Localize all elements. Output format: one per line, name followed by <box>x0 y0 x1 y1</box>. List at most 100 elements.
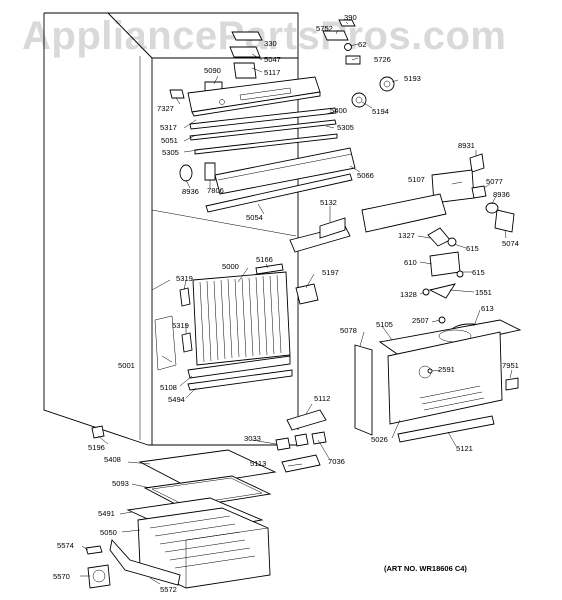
part-7327[interactable] <box>169 89 185 99</box>
part-5193[interactable] <box>379 76 395 92</box>
label-5726: 5726 <box>374 55 391 64</box>
part-5752[interactable] <box>322 30 349 41</box>
fan-blade-1551[interactable] <box>428 283 456 299</box>
fan-5570[interactable] <box>87 564 111 589</box>
label-1327: 1327 <box>398 231 415 240</box>
trim-5054[interactable] <box>205 173 353 213</box>
part-5574[interactable] <box>85 545 103 555</box>
trim-5121[interactable] <box>397 415 495 443</box>
label-7327: 7327 <box>157 104 174 113</box>
hinge-3033[interactable] <box>275 437 291 451</box>
trim-5305-upper[interactable] <box>189 119 337 141</box>
clip-5319-lower[interactable] <box>181 332 193 353</box>
thermostat-8931[interactable] <box>469 153 485 173</box>
evaporator-5000[interactable] <box>192 271 291 366</box>
label-613: 613 <box>481 304 494 313</box>
part-62[interactable] <box>344 43 352 51</box>
label-8936b: 8936 <box>493 190 510 199</box>
part-5194[interactable] <box>351 92 367 108</box>
bracket-5112[interactable] <box>286 409 327 431</box>
label-5197: 5197 <box>322 268 339 277</box>
light-shield-5066[interactable] <box>214 147 356 195</box>
fan-motor-610[interactable] <box>429 251 461 277</box>
clip-5319-upper[interactable] <box>179 287 191 307</box>
control-panel-5317[interactable] <box>187 76 321 117</box>
drain-trough-5108[interactable] <box>187 355 291 379</box>
label-5305a: 5305 <box>337 123 354 132</box>
glass-shelf-5408[interactable] <box>138 449 277 487</box>
label-5112: 5112 <box>314 394 330 403</box>
label-2591: 2591 <box>438 365 455 374</box>
label-5196: 5196 <box>88 443 105 452</box>
label-5001: 5001 <box>118 361 135 370</box>
label-5400: 5400 <box>330 106 347 115</box>
socket-5077[interactable] <box>471 185 487 199</box>
bracket-5113[interactable] <box>281 454 321 473</box>
bracket-5572[interactable] <box>109 539 181 586</box>
trim-5305-lower[interactable] <box>194 133 338 155</box>
label-5494: 5494 <box>168 395 185 404</box>
label-5108: 5108 <box>160 383 177 392</box>
trim-5494[interactable] <box>187 369 293 391</box>
hinge-7036[interactable] <box>294 431 327 447</box>
part-7951[interactable] <box>505 377 519 391</box>
cabinet-liner <box>43 12 300 446</box>
clip-1327[interactable] <box>427 227 451 247</box>
label-8931: 8931 <box>458 141 475 150</box>
label-2507: 2507 <box>412 316 429 325</box>
label-5090: 5090 <box>204 66 221 75</box>
cover-5074[interactable] <box>494 209 515 233</box>
leader-lines <box>80 21 513 585</box>
shelf-frame-5093[interactable] <box>143 475 272 509</box>
part-5117[interactable] <box>233 62 257 79</box>
art-number: (ART NO. WR18606 C4) <box>384 564 467 573</box>
label-610: 610 <box>404 258 417 267</box>
label-5078: 5078 <box>340 326 357 335</box>
part-5047[interactable] <box>229 46 261 58</box>
label-5105: 5105 <box>376 320 393 329</box>
label-5054: 5054 <box>246 213 263 222</box>
label-615b: 615 <box>472 268 485 277</box>
part-labels: 390 5752 62 5726 5193 5194 330 5047 5117… <box>53 13 519 594</box>
label-1328: 1328 <box>400 290 417 299</box>
evaporator-cover-5001[interactable] <box>154 315 177 371</box>
label-5117: 5117 <box>264 68 280 77</box>
label-5319a: 5319 <box>176 274 193 283</box>
label-5077: 5077 <box>486 177 503 186</box>
label-5193: 5193 <box>404 74 421 83</box>
thermistor-2591[interactable] <box>427 368 433 374</box>
bracket-5132[interactable] <box>289 217 351 253</box>
clip-5196[interactable] <box>91 425 105 439</box>
label-5194: 5194 <box>372 107 389 116</box>
label-5113: 5113 <box>250 459 266 468</box>
label-8936a: 8936 <box>182 187 199 196</box>
label-5051: 5051 <box>161 136 178 145</box>
damper-housing-5107[interactable] <box>361 169 475 233</box>
heater-5050[interactable] <box>137 507 271 589</box>
label-5570: 5570 <box>53 572 70 581</box>
label-5066: 5066 <box>357 171 374 180</box>
label-5319b: 5319 <box>172 321 189 330</box>
light-bulb-8936-right[interactable] <box>485 202 499 214</box>
label-5317: 5317 <box>160 123 177 132</box>
label-5050: 5050 <box>100 528 117 537</box>
trim-5400[interactable] <box>189 107 337 130</box>
label-5093: 5093 <box>112 479 129 488</box>
bracket-5197[interactable] <box>295 283 319 305</box>
label-5572: 5572 <box>160 585 177 594</box>
part-330[interactable] <box>231 31 263 41</box>
label-62: 62 <box>358 40 366 49</box>
label-7036: 7036 <box>328 457 345 466</box>
part-5726[interactable] <box>345 55 361 65</box>
light-bulb-8936-left[interactable] <box>179 164 193 182</box>
defrost-heater-5166[interactable] <box>255 263 284 275</box>
grommet-1328[interactable] <box>422 288 430 296</box>
label-3033: 3033 <box>244 434 261 443</box>
mullion-5026[interactable] <box>387 331 503 425</box>
label-5305b: 5305 <box>162 148 179 157</box>
motor-bracket-615-upper[interactable] <box>447 237 457 247</box>
motor-bracket-615-lower[interactable] <box>456 270 464 278</box>
label-5166: 5166 <box>256 255 273 264</box>
side-panel-5078[interactable] <box>354 344 373 436</box>
socket-7806[interactable] <box>204 162 216 181</box>
